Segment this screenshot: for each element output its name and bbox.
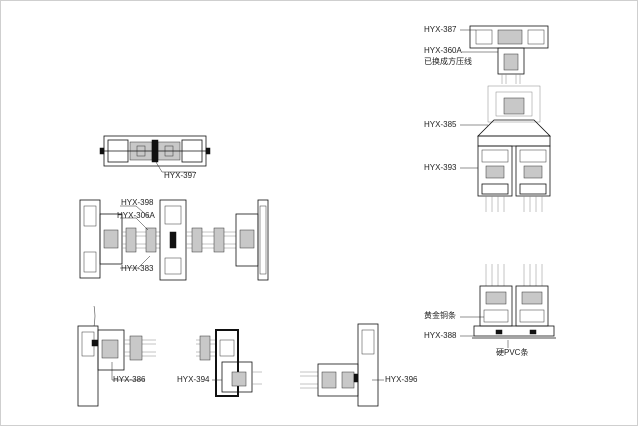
section-hyx-388 [460,264,556,348]
label-hyx-385: HYX-385 [424,120,457,129]
label-hyx-388: HYX-388 [424,331,457,340]
label-hyx-386: HYX-386 [113,375,146,384]
section-hyx-386 [77,305,156,407]
label-hyx-393: HYX-393 [424,163,457,172]
section-hyx-398-group [79,199,269,281]
label-brass-strip: 黄金铜条 [424,310,456,320]
label-hyx-394: HYX-394 [177,375,210,384]
section-hyx-394 [196,329,262,397]
label-hyx-360a: HYX-360A [424,46,462,55]
section-hyx-385-393 [460,85,551,212]
section-hyx-387 [460,25,549,84]
label-hyx-360a-note: 已换成方压线 [424,56,472,66]
label-hyx-398: HYX-398 [121,198,154,207]
section-hyx-396 [300,323,384,407]
label-pvc-strip: 硬PVC条 [496,347,528,357]
label-hyx-396: HYX-396 [385,375,418,384]
label-hyx-306a: HYX-306A [117,211,155,220]
label-hyx-383: HYX-383 [121,264,154,273]
label-hyx-397: HYX-397 [164,171,197,180]
label-hyx-387: HYX-387 [424,25,457,34]
section-hyx-397 [99,135,211,173]
